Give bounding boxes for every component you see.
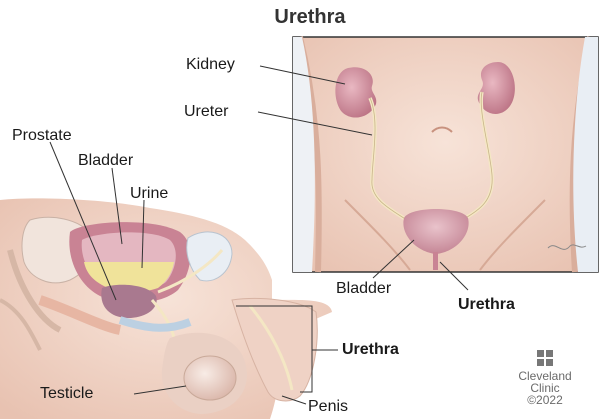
kidney-left xyxy=(335,67,376,117)
front-view-panel xyxy=(293,37,598,272)
label-penis: Penis xyxy=(308,398,348,416)
diagram-title: Urethra xyxy=(0,6,600,29)
cleveland-clinic-logo: Cleveland Clinic ©2022 xyxy=(508,350,582,406)
clinic-logo-icon xyxy=(537,350,553,366)
label-urethra-front: Urethra xyxy=(458,296,515,314)
label-prostate: Prostate xyxy=(12,127,72,145)
label-urine: Urine xyxy=(130,185,168,203)
label-bladder-side: Bladder xyxy=(78,152,133,170)
logo-copyright: ©2022 xyxy=(508,394,582,406)
label-testicle: Testicle xyxy=(40,385,93,403)
label-kidney: Kidney xyxy=(186,56,235,74)
testicle-shape xyxy=(184,356,236,400)
label-bladder-front: Bladder xyxy=(336,280,391,298)
label-urethra-side: Urethra xyxy=(342,341,399,359)
label-ureter: Ureter xyxy=(184,103,228,121)
kidney-right xyxy=(478,62,515,114)
